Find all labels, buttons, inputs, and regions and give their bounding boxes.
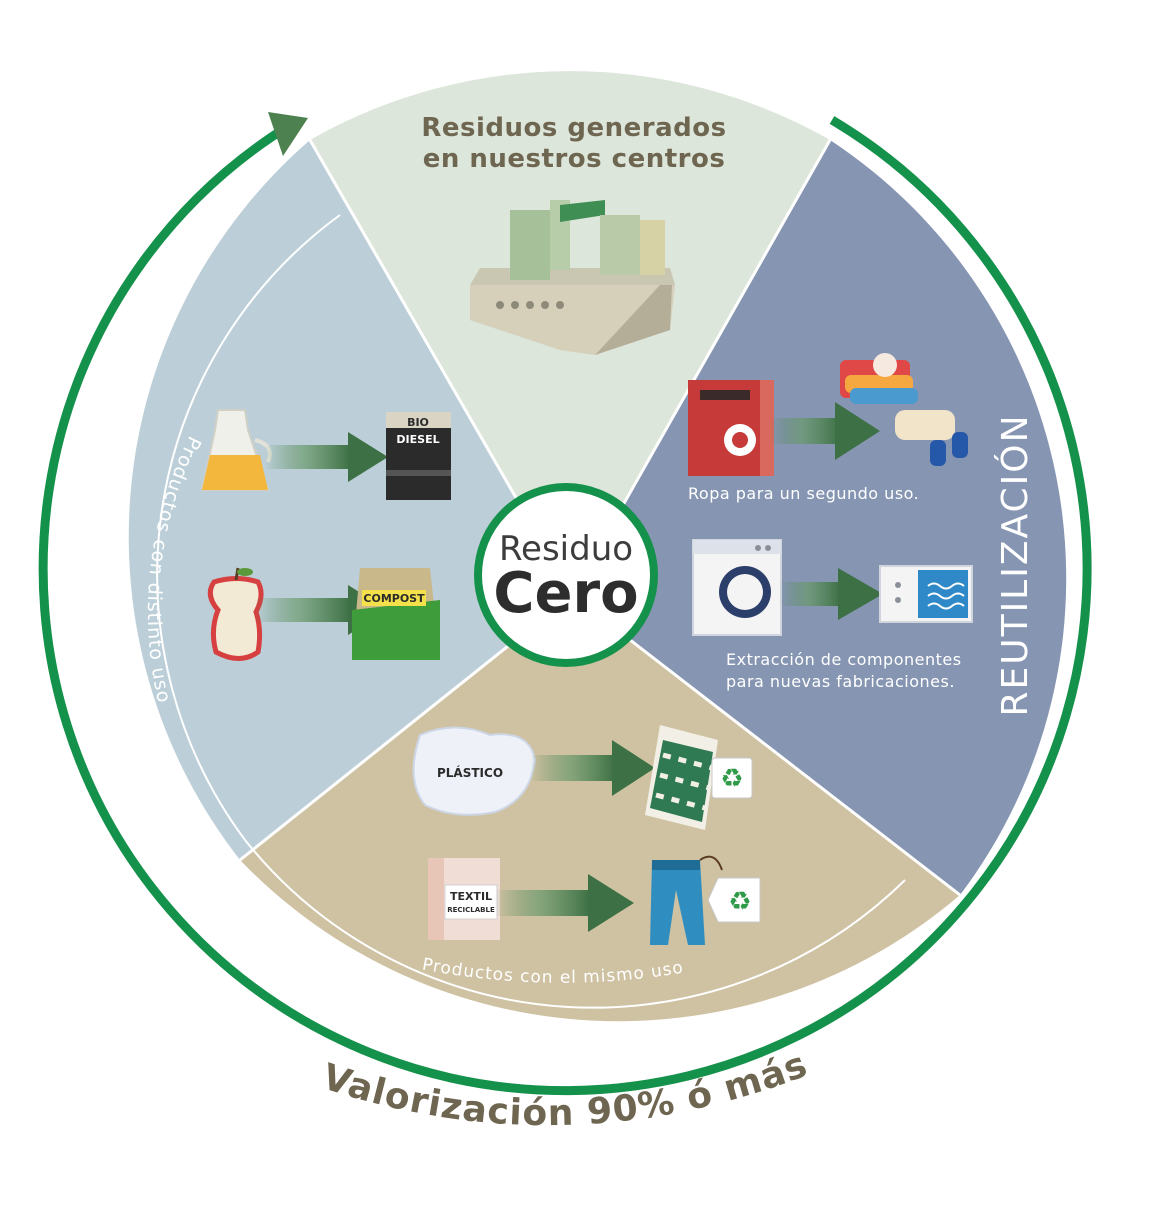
store-building-icon xyxy=(470,200,675,355)
reutilizacion-caption1: Ropa para un segundo uso. xyxy=(688,484,919,503)
arc-arrowhead xyxy=(268,112,308,156)
center-badge: Residuo Cero xyxy=(474,483,658,667)
arrow-plastic-fabric-head xyxy=(612,740,655,796)
plastic-bag-icon: PLÁSTICO xyxy=(412,726,537,816)
oil-jug-icon xyxy=(200,409,272,491)
arrow-textile-jeans-head xyxy=(588,874,634,932)
arrow-oil-biodiesel-head xyxy=(348,432,388,482)
outer-ring xyxy=(38,112,1092,1096)
reutilizacion-caption2-line2: para nuevas fabricaciones. xyxy=(726,672,955,691)
svg-text:♻: ♻ xyxy=(728,887,751,917)
recycle-tag-icon: ♻ xyxy=(707,877,761,923)
arrow-textile-jeans-shaft xyxy=(495,890,590,916)
washing-machine-icon xyxy=(692,539,782,636)
center-line1: Residuo xyxy=(499,529,633,569)
top-title-line2: en nuestros centros xyxy=(423,144,726,174)
jeans-icon xyxy=(650,855,723,945)
textile-box-icon: TEXTIL RECICLABLE xyxy=(428,858,500,940)
biodiesel-barrel-icon: BIO DIESEL xyxy=(386,412,451,500)
plastico-label: PLÁSTICO xyxy=(437,765,503,780)
wheel xyxy=(128,71,1067,1022)
inner-ring-bottom xyxy=(244,839,906,1009)
donation-box-icon xyxy=(688,380,774,476)
apple-core-icon xyxy=(207,567,264,661)
recycled-fabric-icon xyxy=(645,725,718,830)
reutilizacion-label: REUTILIZACIÓN xyxy=(994,413,1036,716)
compost-label: COMPOST xyxy=(363,592,425,605)
appliance-panel-icon xyxy=(879,565,973,623)
biodiesel-line1: BIO xyxy=(407,416,429,429)
arrow-plastic-fabric-shaft xyxy=(530,755,615,781)
clothes-icon xyxy=(840,353,968,466)
arrow-washer-panel-shaft xyxy=(780,582,840,606)
arrow-donation-clothes-head xyxy=(835,402,880,460)
sector-reciclado-distinto-uso xyxy=(128,140,572,860)
valorizacion-arc xyxy=(38,116,1092,1096)
sector-reciclado-mismo-uso xyxy=(240,595,960,1022)
arrow-apple-compost-shaft xyxy=(255,598,350,622)
svg-text:♻: ♻ xyxy=(720,764,743,794)
arrow-donation-clothes-shaft xyxy=(770,418,840,444)
textil-line2: RECICLABLE xyxy=(447,906,495,914)
center-line2: Cero xyxy=(493,561,638,626)
reutilizacion-caption2-line1: Extracción de componentes xyxy=(726,650,962,669)
arrow-washer-panel-head xyxy=(838,568,883,620)
textil-line1: TEXTIL xyxy=(450,890,492,903)
top-title-line1: Residuos generados xyxy=(421,113,726,143)
compost-bag-icon: COMPOST xyxy=(352,568,440,660)
biodiesel-line2: DIESEL xyxy=(396,433,439,446)
inner-ring-left xyxy=(156,214,341,841)
sector-reutilizacion xyxy=(572,140,1067,895)
recycle-tag-icon: ♻ xyxy=(711,757,753,799)
arrow-oil-biodiesel-shaft xyxy=(265,445,350,469)
